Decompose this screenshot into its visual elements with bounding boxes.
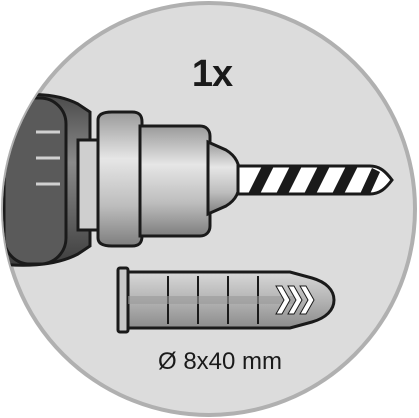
wall-plug-icon (116, 266, 336, 334)
dimension-label: Ø 8x40 mm (157, 348, 283, 375)
drill-icon (3, 92, 242, 267)
drill-bit-icon (236, 164, 394, 196)
quantity-label: 1x (191, 53, 233, 95)
